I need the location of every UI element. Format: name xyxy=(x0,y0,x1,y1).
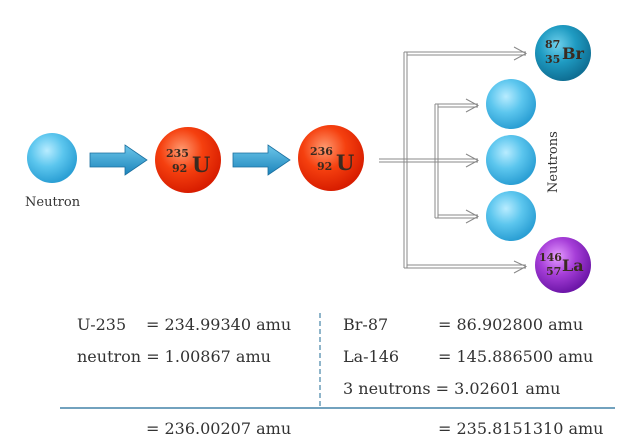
br-atomic: 35 xyxy=(545,53,560,66)
u236-ball xyxy=(298,125,364,191)
product-total: = 235.8151310 amu xyxy=(438,419,604,438)
arrowhead-icon xyxy=(513,260,528,274)
reactant-row: neutron = 1.00867 amu xyxy=(77,347,271,366)
neutron-label: Neutron xyxy=(25,195,81,210)
la-symbol: La xyxy=(562,256,584,275)
product-name: Br-87 xyxy=(343,315,389,334)
reactant-total: = 236.00207 amu xyxy=(146,419,292,438)
product-neutron-ball xyxy=(486,79,536,129)
neutrons-label: Neutrons xyxy=(546,131,561,193)
arrowhead-icon xyxy=(513,46,528,61)
la-mass: 146 xyxy=(539,251,562,264)
u235-ball xyxy=(155,127,221,193)
arrowhead-icon xyxy=(465,209,480,224)
arrow-icon xyxy=(89,144,148,176)
product-value: = 86.902800 amu xyxy=(438,315,584,334)
u236-mass: 236 xyxy=(310,145,333,158)
fission-connectors xyxy=(379,46,528,274)
br-symbol: Br xyxy=(562,44,585,63)
product-name: La-146 xyxy=(343,347,400,366)
product-neutron-ball xyxy=(486,191,536,241)
la-atomic: 57 xyxy=(546,265,561,278)
reactant-name: U-235 xyxy=(77,315,127,334)
la-ball xyxy=(535,237,591,293)
arrowhead-icon xyxy=(465,153,480,168)
product-value: = 3.02601 amu xyxy=(435,379,561,398)
arrow-icon xyxy=(232,144,291,176)
product-neutron-ball xyxy=(486,135,536,185)
arrowhead-icon xyxy=(465,98,480,113)
reactant-value: = 1.00867 amu xyxy=(146,347,271,366)
u236-symbol: U xyxy=(336,150,354,175)
u235-mass: 235 xyxy=(166,147,189,160)
u235-atomic: 92 xyxy=(172,162,187,175)
product-name: 3 neutrons xyxy=(343,379,431,398)
product-row: 3 neutrons = 3.02601 amu xyxy=(343,379,560,398)
br-mass: 87 xyxy=(545,38,560,51)
reactant-value: = 234.99340 amu xyxy=(146,315,292,334)
u235-symbol: U xyxy=(192,152,210,177)
product-value: = 145.886500 amu xyxy=(438,347,594,366)
u236-atomic: 92 xyxy=(317,160,332,173)
neutron-ball xyxy=(27,133,77,183)
reactant-name: neutron xyxy=(77,347,142,366)
br-ball xyxy=(535,25,591,81)
